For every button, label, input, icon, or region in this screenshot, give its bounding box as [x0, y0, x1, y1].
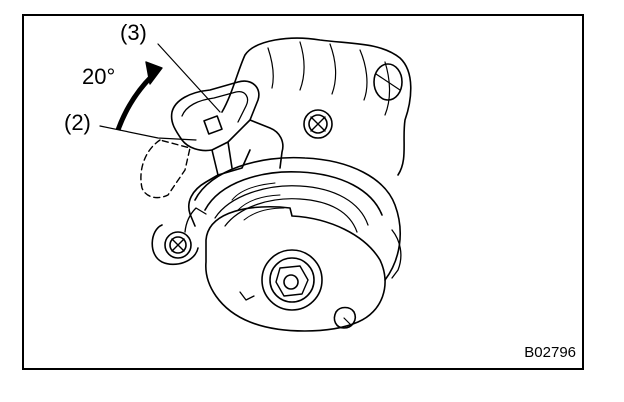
figure-frame [22, 14, 584, 370]
pulley-assembly [184, 156, 402, 332]
housing-outline [221, 37, 412, 176]
rotation-arrow [115, 61, 163, 131]
leader-line-3 [157, 43, 221, 113]
callout-angle: 20° [82, 64, 116, 89]
upper-right-nut [373, 63, 403, 101]
callout-part-3: (3) [120, 20, 147, 45]
figure-code: B02796 [524, 344, 576, 361]
connector [170, 80, 260, 176]
callout-part-2: (2) [64, 110, 91, 135]
leader-line-2 [99, 125, 197, 141]
housing-ribs [267, 41, 391, 116]
connector-original-position-dashed [140, 139, 191, 199]
bolt-head-left [151, 224, 199, 266]
bolt-head-right [303, 109, 333, 139]
sensor-bracket [188, 119, 284, 227]
